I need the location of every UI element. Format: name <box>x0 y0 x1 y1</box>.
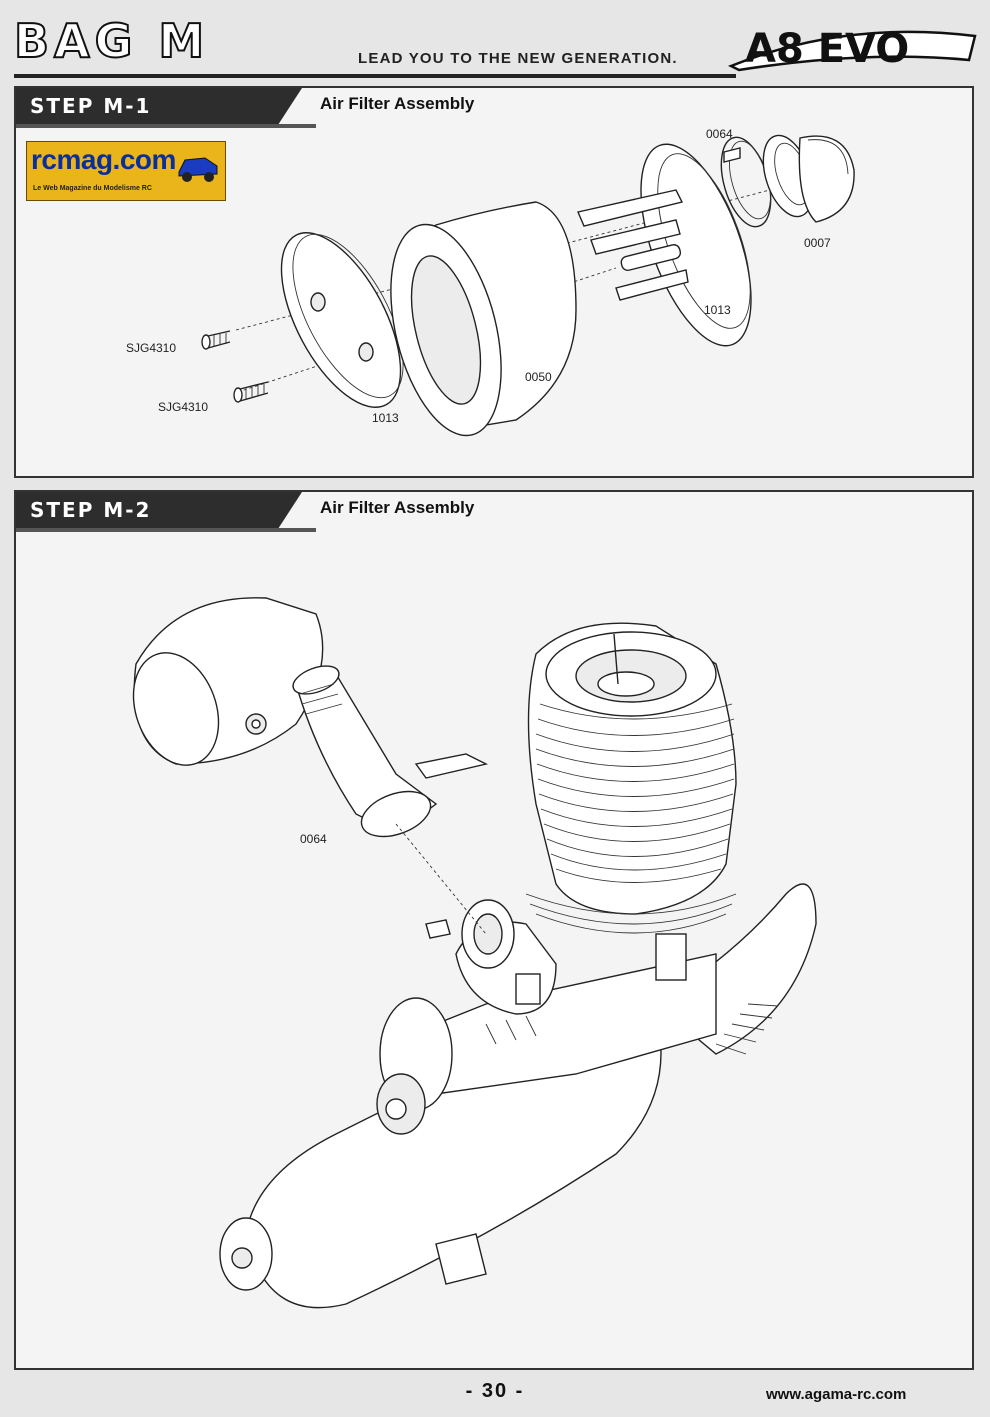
part-label-0064: 0064 <box>706 127 733 141</box>
part-label-1013-housing: 1013 <box>704 303 731 317</box>
brand-logo: A8 EVO <box>727 26 977 72</box>
rcmag-subtitle: Le Web Magazine du Modelisme RC <box>33 185 152 192</box>
rcmag-watermark: rcmag.com Le Web Magazine du Modelisme R… <box>26 141 226 201</box>
screw-1 <box>201 330 231 350</box>
step-m2-label-tab <box>16 492 316 532</box>
page-number: - 30 - <box>465 1380 525 1402</box>
cylinder-head <box>527 622 737 915</box>
part-label-sjg4310-top: SJG4310 <box>126 341 177 355</box>
bag-title: BAG M <box>13 14 210 68</box>
intake-boot <box>292 665 489 838</box>
step-m1-label: STEP M-1 <box>30 94 152 118</box>
part-label-1013-plate: 1013 <box>372 411 399 425</box>
mounted-air-filter <box>132 597 324 766</box>
step-m1-heading: Air Filter Assembly <box>320 94 475 113</box>
rcmag-name: rcmag.com <box>31 144 176 175</box>
part-label-sjg4310-bottom: SJG4310 <box>158 400 209 414</box>
step-m2-label: STEP M-2 <box>30 498 152 522</box>
foam-filter <box>390 201 577 437</box>
step-m1-label-tab <box>16 88 316 128</box>
tagline: LEAD YOU TO THE NEW GENERATION. <box>358 50 678 67</box>
brand-logo-text: A8 EVO <box>745 26 909 72</box>
filter-housing-base <box>577 143 752 347</box>
rc-car-icon <box>178 157 218 182</box>
screw-2 <box>233 381 269 403</box>
step-m1-diagram <box>201 134 855 437</box>
engine-crankcase <box>376 933 717 1135</box>
glow-spring-coil <box>525 893 737 934</box>
filter-back-plate <box>280 232 404 408</box>
website-url[interactable]: www.agama-rc.com <box>766 1386 907 1403</box>
carburetor <box>425 899 557 1015</box>
part-label-0007: 0007 <box>804 236 831 250</box>
rubber-boot <box>762 134 855 223</box>
part-label-0064-m2: 0064 <box>300 832 327 846</box>
header-rule <box>14 74 736 78</box>
insertion-guide-line <box>395 823 487 935</box>
part-label-0050: 0050 <box>525 370 552 384</box>
step-m2-heading: Air Filter Assembly <box>320 498 475 517</box>
step-m2-diagram <box>132 597 817 1309</box>
